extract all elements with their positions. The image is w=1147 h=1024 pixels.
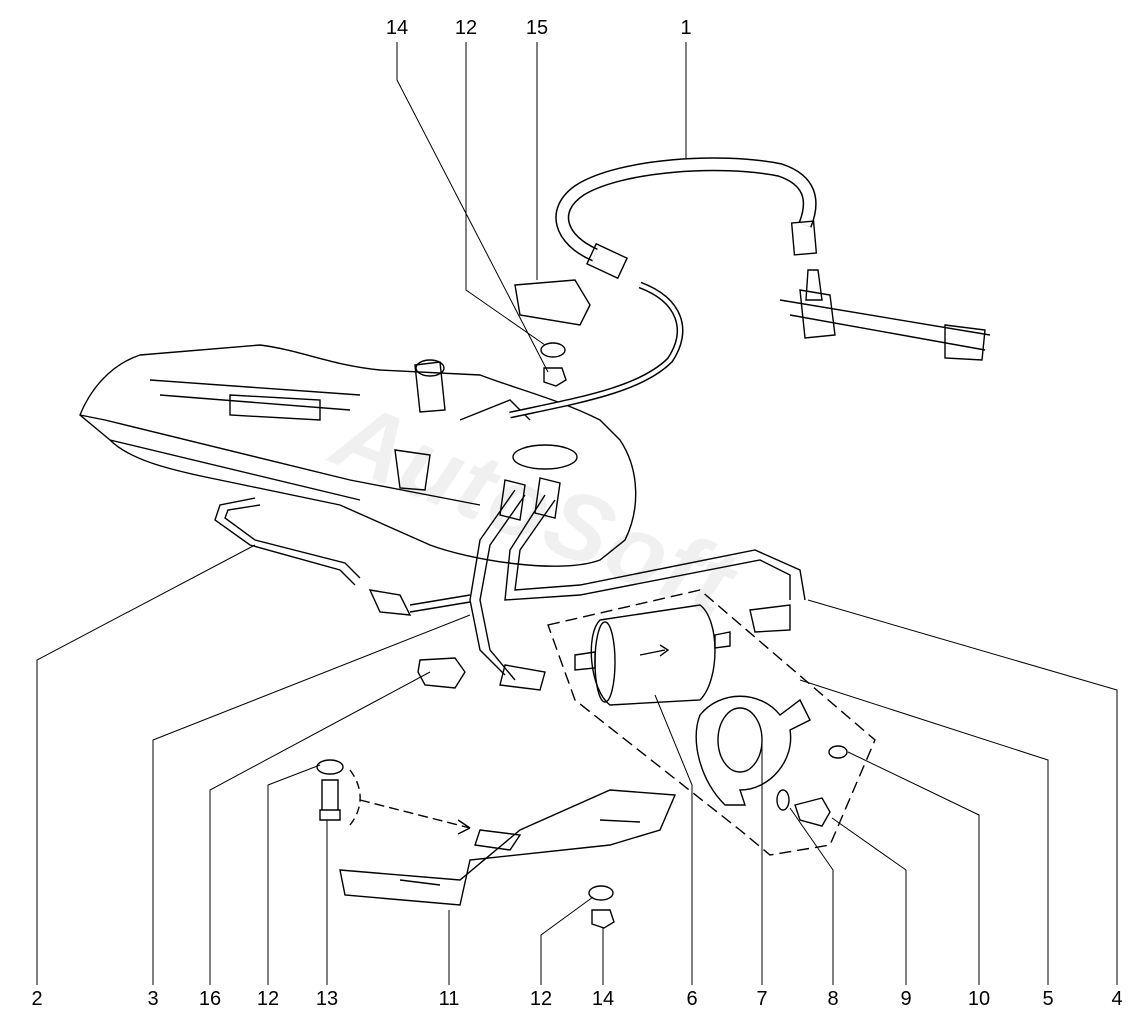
fuel-lines [214, 477, 806, 691]
callout-label: 1 [680, 17, 692, 39]
fuel-tank [79, 344, 637, 567]
callout-label: 12 [529, 988, 553, 1010]
grommet [417, 657, 466, 689]
callout-label: 5 [1042, 988, 1054, 1010]
callout-label: 4 [1111, 988, 1123, 1010]
callout-label: 13 [315, 988, 339, 1010]
callout-label: 11 [438, 988, 460, 1010]
callout-label: 15 [525, 17, 549, 39]
callout-label: 14 [385, 17, 409, 39]
leader-lines [36, 42, 1118, 985]
assembly-arrow [359, 799, 471, 829]
nut [543, 367, 567, 387]
callout-label: 2 [31, 988, 43, 1010]
fuel-rail [779, 269, 991, 361]
callout-label: 7 [756, 988, 768, 1010]
fuel-filter-group [547, 589, 876, 856]
bolt [319, 779, 341, 821]
callout-label: 8 [827, 988, 839, 1010]
heat-shield [339, 789, 677, 906]
nut [591, 909, 615, 929]
callout-label: 12 [256, 988, 280, 1010]
clamp [514, 279, 591, 326]
callout-label: 10 [967, 988, 991, 1010]
callout-label: 9 [900, 988, 912, 1010]
washer [588, 885, 614, 901]
callout-label: 14 [591, 988, 615, 1010]
callout-label: 12 [454, 17, 478, 39]
callout-label: 3 [147, 988, 159, 1010]
washer [316, 759, 344, 775]
fuel-hose [509, 157, 818, 419]
callout-label: 6 [686, 988, 698, 1010]
callout-label: 16 [198, 988, 222, 1010]
washer [540, 342, 566, 358]
